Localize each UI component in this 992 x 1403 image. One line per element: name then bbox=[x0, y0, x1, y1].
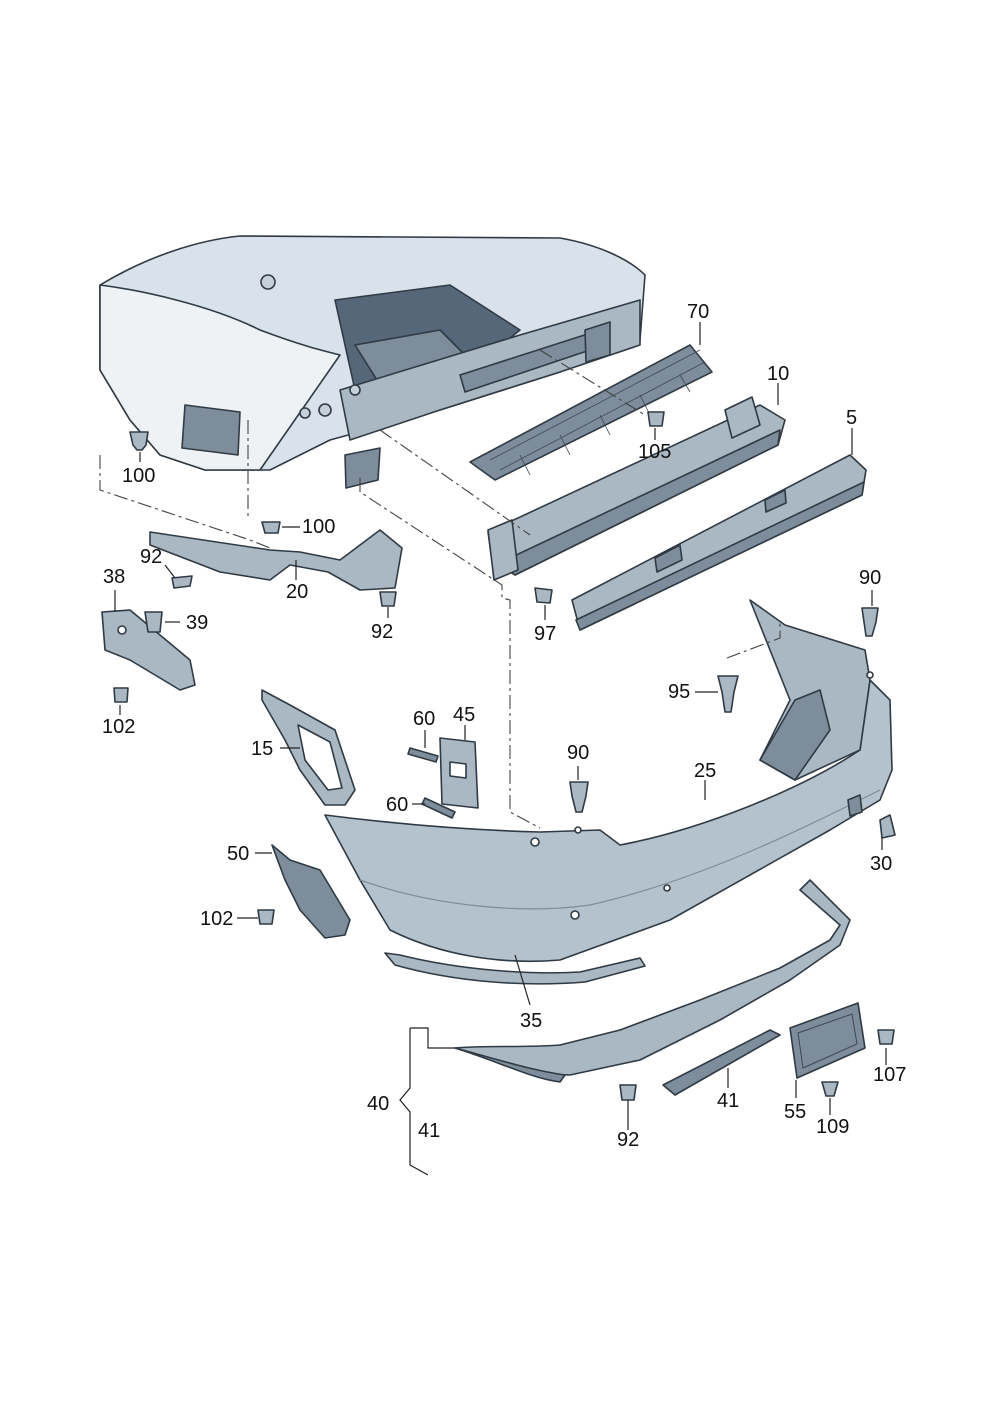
fasteners bbox=[113, 411, 895, 1101]
part-40-41-diffuser bbox=[454, 879, 851, 1096]
part-55-license-plate-base bbox=[789, 1002, 866, 1079]
label-92-c: 92 bbox=[617, 1129, 639, 1151]
bolt-92-b bbox=[379, 591, 397, 607]
bolt-92-a bbox=[171, 575, 193, 589]
label-60-a: 60 bbox=[413, 708, 435, 730]
part-70-absorber bbox=[469, 344, 713, 481]
car-body-rear bbox=[99, 235, 646, 489]
label-102-a: 102 bbox=[102, 716, 135, 738]
label-102-b: 102 bbox=[200, 908, 233, 930]
part-60-strips bbox=[407, 747, 456, 819]
label-15: 15 bbox=[251, 738, 273, 760]
rivet-95 bbox=[717, 675, 739, 713]
label-60-b: 60 bbox=[386, 794, 408, 816]
bolt-90-a bbox=[861, 607, 879, 637]
rivet-109 bbox=[821, 1081, 839, 1097]
label-30: 30 bbox=[870, 853, 892, 875]
leader-lines bbox=[114, 322, 887, 1176]
label-100-b: 100 bbox=[302, 516, 335, 538]
label-92-a: 92 bbox=[140, 546, 162, 568]
bolt-102-b bbox=[257, 909, 275, 925]
part-38-mounting-bracket bbox=[101, 609, 196, 691]
label-55: 55 bbox=[784, 1101, 806, 1123]
label-45: 45 bbox=[453, 704, 475, 726]
label-41-b: 41 bbox=[717, 1090, 739, 1112]
part-30-clip bbox=[879, 814, 896, 839]
label-107: 107 bbox=[873, 1064, 906, 1086]
part-20-side-bracket bbox=[149, 529, 403, 591]
label-90-b: 90 bbox=[567, 742, 589, 764]
bolt-97 bbox=[534, 587, 553, 604]
part-50-side-trim bbox=[271, 844, 351, 939]
label-41-a: 41 bbox=[418, 1120, 440, 1142]
label-50: 50 bbox=[227, 843, 249, 865]
part-35-trim-strip bbox=[384, 952, 646, 985]
label-35: 35 bbox=[520, 1010, 542, 1032]
label-105: 105 bbox=[638, 441, 671, 463]
label-20: 20 bbox=[286, 581, 308, 603]
part-15-grille-trim bbox=[261, 689, 356, 806]
label-5: 5 bbox=[846, 407, 857, 429]
label-95: 95 bbox=[668, 681, 690, 703]
bolt-100-a bbox=[129, 431, 149, 451]
label-100-a: 100 bbox=[122, 465, 155, 487]
label-10: 10 bbox=[767, 363, 789, 385]
bolt-92-c bbox=[619, 1084, 637, 1101]
label-90-a: 90 bbox=[859, 567, 881, 589]
part-25-bumper-cover bbox=[324, 599, 893, 963]
label-70: 70 bbox=[687, 301, 709, 323]
part-45-spacer bbox=[439, 737, 479, 809]
part-10-reinforcement bbox=[487, 396, 786, 581]
part-5-impact-absorber bbox=[571, 454, 867, 631]
assembly-lines bbox=[99, 349, 781, 829]
clip-39 bbox=[144, 611, 163, 633]
bolt-102-a bbox=[113, 687, 129, 703]
bolt-100-b bbox=[261, 521, 281, 534]
label-38: 38 bbox=[103, 566, 125, 588]
bolt-90-b bbox=[569, 781, 589, 813]
callout-labels: 70 10 5 105 100 100 92 20 92 97 38 39 10… bbox=[102, 301, 906, 1151]
label-92-b: 92 bbox=[371, 621, 393, 643]
label-25: 25 bbox=[694, 760, 716, 782]
bolt-107 bbox=[877, 1029, 895, 1045]
label-97: 97 bbox=[534, 623, 556, 645]
label-109: 109 bbox=[816, 1116, 849, 1138]
label-40: 40 bbox=[367, 1093, 389, 1115]
nut-105 bbox=[647, 411, 665, 427]
label-39: 39 bbox=[186, 612, 208, 634]
